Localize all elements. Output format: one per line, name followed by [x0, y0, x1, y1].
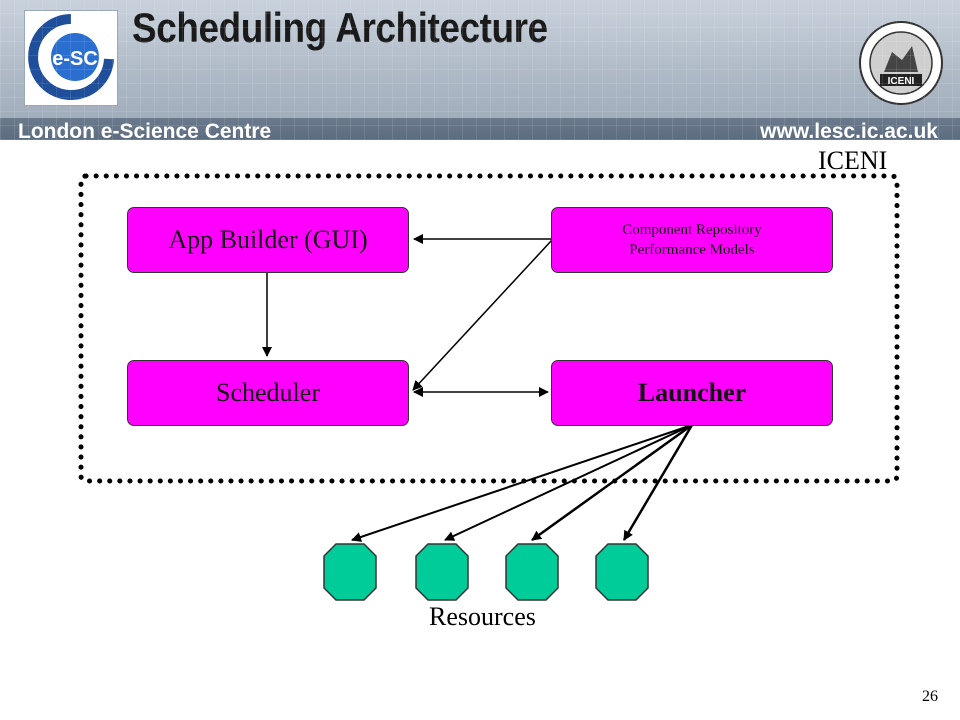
band-left-text: London e-Science Centre: [18, 120, 272, 140]
band-right-url: www.lesc.ic.ac.uk: [760, 120, 938, 140]
iceni-logo: ICENI: [858, 20, 944, 106]
page-title: Scheduling Architecture: [132, 4, 548, 51]
repository-node: Component Repository Performance Models: [551, 207, 833, 273]
launcher-node: Launcher: [551, 360, 833, 426]
repository-label-line1: Component Repository: [622, 222, 762, 238]
resource-node-4: [595, 543, 649, 601]
launcher-label: Launcher: [637, 378, 747, 407]
header-banner: London e-Science Centre www.lesc.ic.ac.u…: [0, 0, 960, 140]
resource-node-2: [415, 543, 469, 601]
app-builder-label: App Builder (GUI): [168, 225, 368, 254]
repository-label-line2: Performance Models: [629, 242, 755, 258]
arrow-repository-to-scheduler: [412, 239, 553, 391]
scheduler-node: Scheduler: [127, 360, 409, 426]
resource-node-3: [505, 543, 559, 601]
iceni-boundary: [78, 173, 900, 484]
resources-label: Resources: [429, 602, 536, 631]
arrow-launcher-to-resource-3: [531, 423, 693, 542]
lesc-logo-mark: e-SC: [52, 48, 98, 70]
arrow-launcher-to-resource-2: [444, 424, 693, 541]
app-builder-node: App Builder (GUI): [127, 207, 409, 273]
iceni-container-label: ICENI: [818, 146, 888, 175]
page-number: 26: [922, 688, 938, 705]
resource-node-1: [323, 543, 377, 601]
arrow-launcher-to-resource-1: [351, 424, 693, 542]
iceni-logo-text: ICENI: [888, 76, 915, 87]
arrow-launcher-to-resource-4: [622, 424, 694, 541]
lesc-logo: e-SC: [24, 10, 118, 106]
scheduler-label: Scheduler: [216, 378, 320, 407]
header-band: [0, 118, 960, 140]
